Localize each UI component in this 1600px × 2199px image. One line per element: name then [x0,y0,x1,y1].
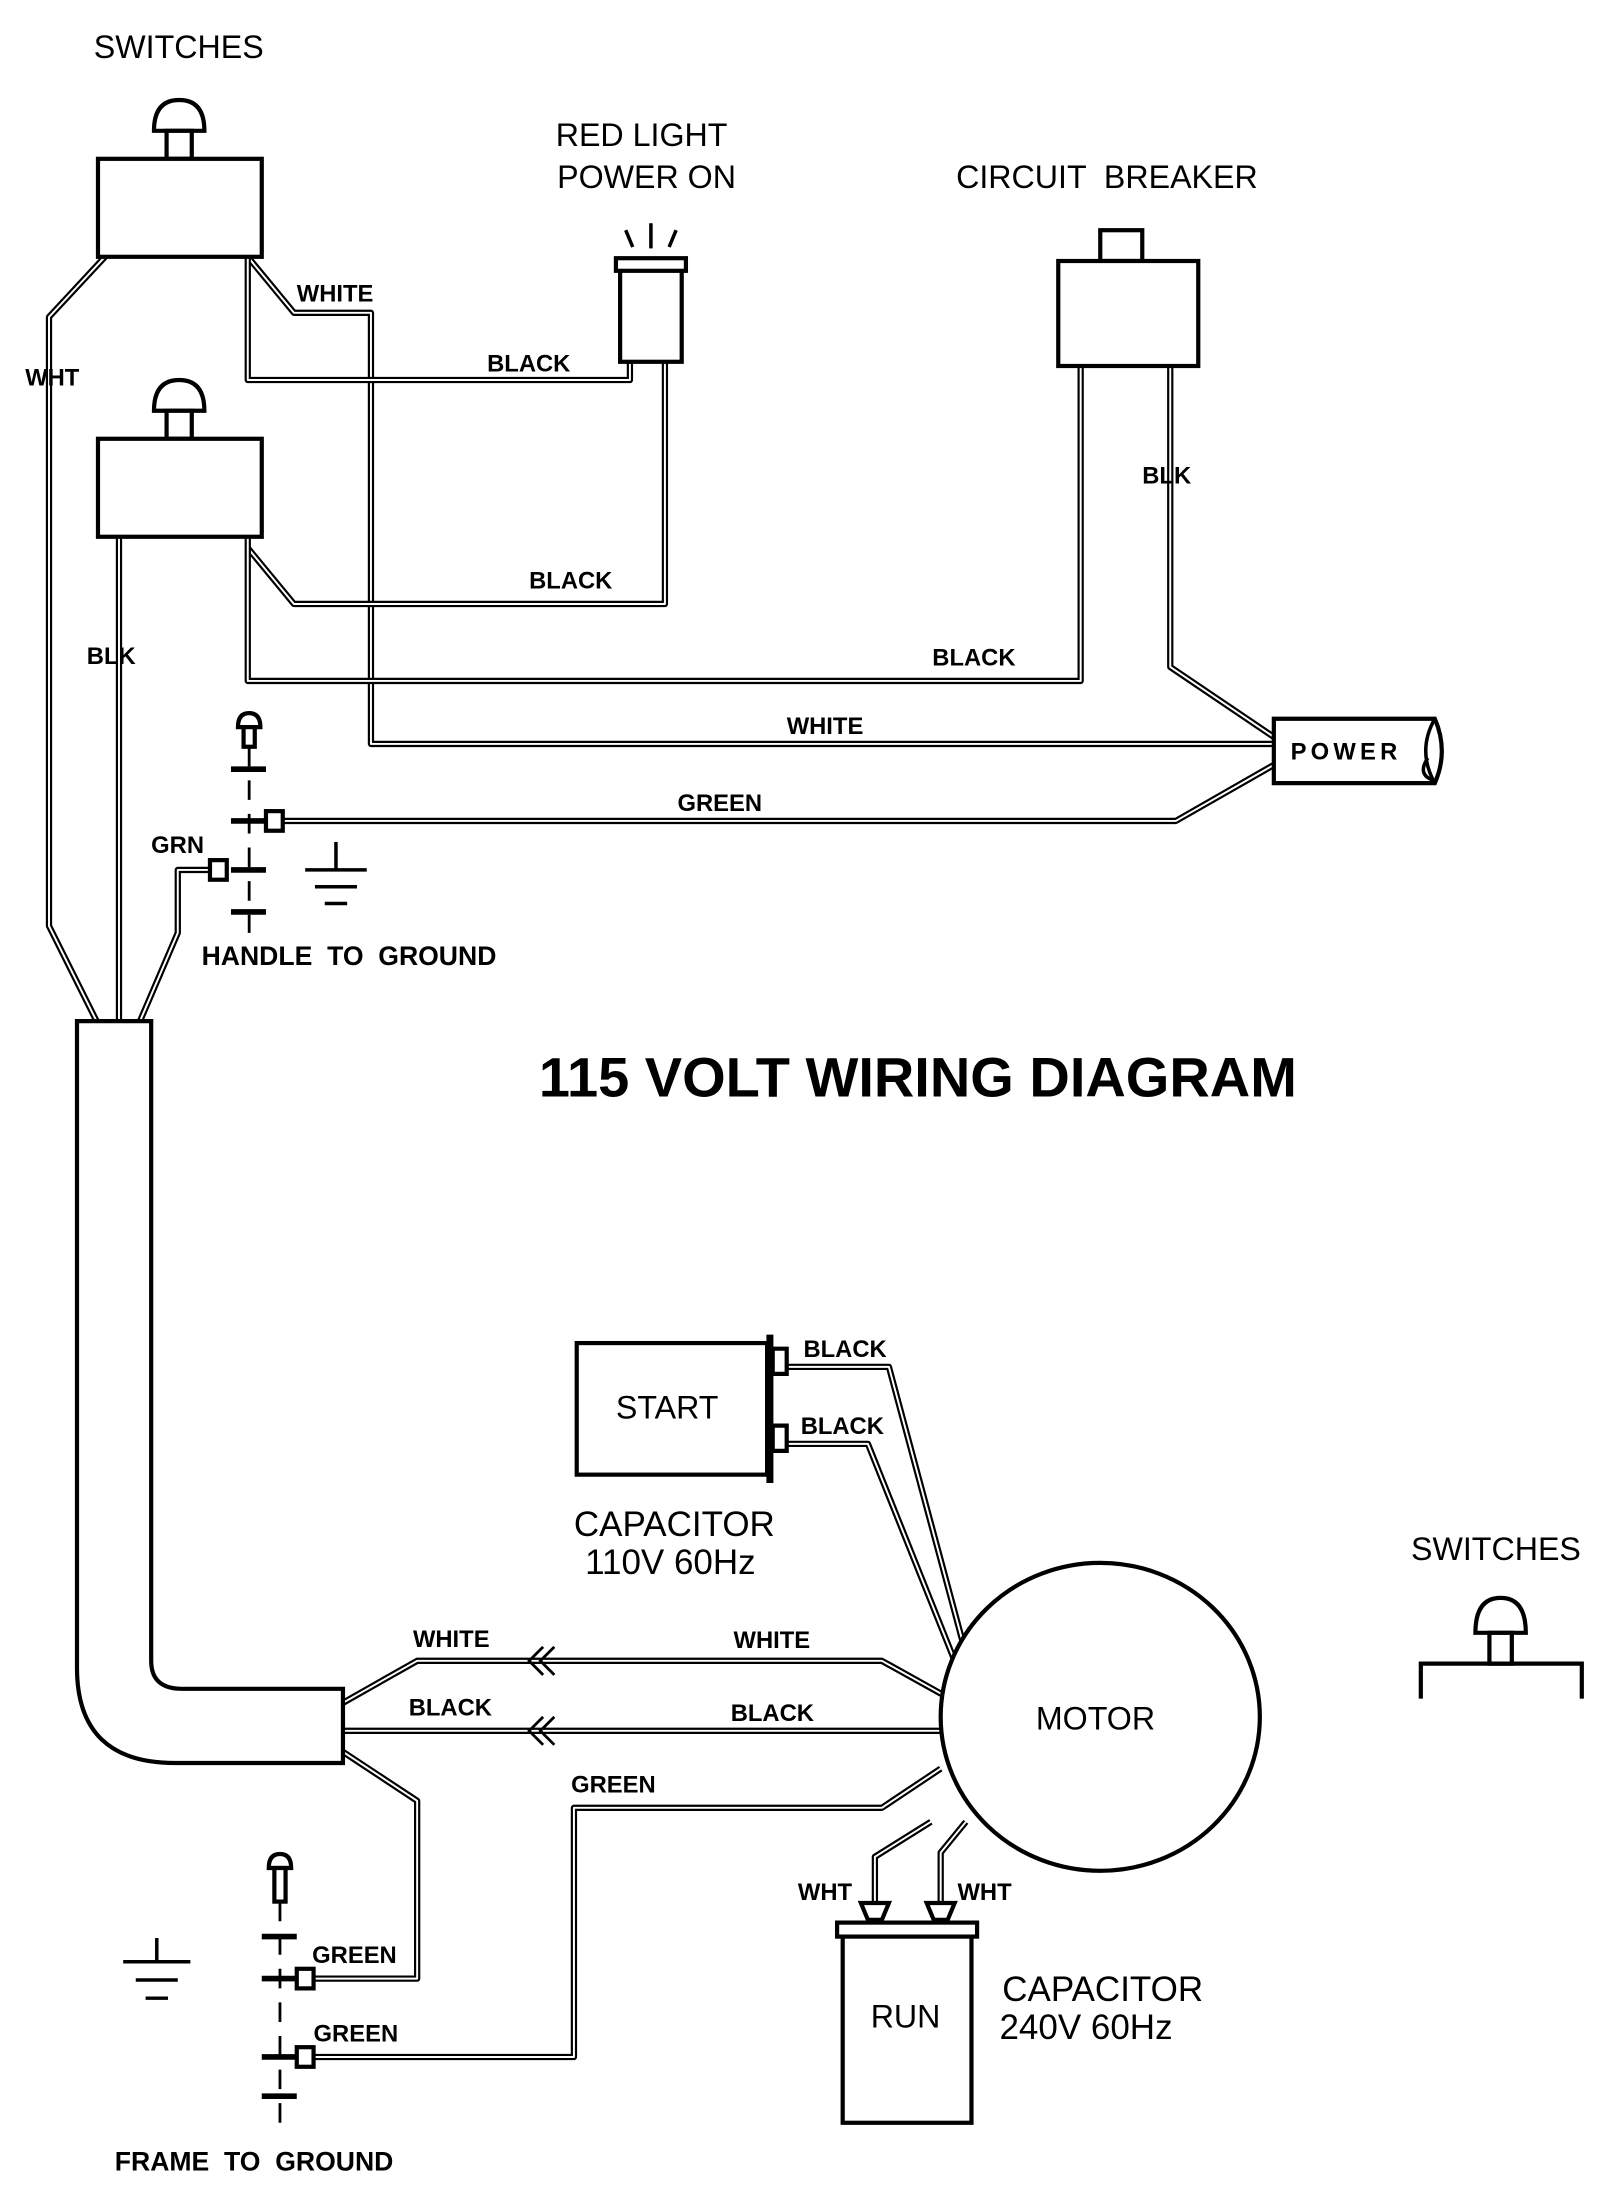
wire [139,868,210,1022]
wire [786,1365,967,1655]
wire [342,1659,946,1704]
wire-label: BLACK [801,1413,884,1440]
switch-middle [95,377,264,539]
wire-label: GREEN [312,1942,397,1969]
wire-label: WHITE [297,281,374,308]
capacitor-rating: 240V 60Hz [999,2008,1172,2047]
run-capacitor [834,1900,980,2125]
ground-symbol-icon [305,841,367,906]
power-plug [1271,716,1444,786]
motor-label: MOTOR [1036,1700,1155,1736]
capacitor-label: CAPACITOR [1002,1970,1203,2009]
wire-label: WHT [957,1879,1012,1906]
start-label: START [616,1390,719,1426]
red-light-icon [613,223,689,364]
wire-label: GREEN [678,790,763,817]
handle-ground [207,711,285,933]
wire [282,764,1275,822]
wire-label: BLACK [803,1336,886,1363]
conduit [74,1019,346,1766]
switch-right [1418,1595,1584,1699]
wire [1167,365,1276,740]
wire-label: WHITE [413,1626,490,1653]
wire [313,1751,419,1980]
wire [246,256,631,381]
wire-label: BLACK [487,351,570,378]
run-label: RUN [871,1999,941,2035]
wire [873,1820,932,1903]
wire [871,1819,933,1903]
switches-label: SWITCHES [94,29,264,65]
wire-label: WHITE [787,713,864,740]
wire-label: BLACK [409,1694,492,1721]
wires [45,254,1276,2061]
wire-label: GREEN [314,2021,399,2048]
wire [313,1767,942,2058]
motor [938,1560,1262,1873]
wire-label: WHT [798,1879,853,1906]
circuit-breaker [1056,228,1201,369]
wire [247,256,1274,745]
page-title: 115 VOLT WIRING DIAGRAM [539,1046,1297,1109]
arrow-chevrons [527,1645,556,1746]
wire [1169,365,1275,738]
wire-label: BLK [87,643,136,670]
ground-symbol-icon [123,1937,191,2000]
wire-label: GREEN [571,1771,656,1798]
frame-ground [261,1851,316,2130]
frame-to-ground-label: FRAME TO GROUND [115,2146,394,2176]
wire [786,1440,958,1662]
power-label: POWER [1291,738,1402,765]
wire [48,256,106,1025]
wire [786,1363,969,1655]
wire [247,361,666,605]
wire [786,1442,956,1662]
capacitor-rating: 110V 60Hz [585,1543,756,1582]
wire-label: BLK [1142,463,1191,490]
wire-label: BLACK [932,645,1015,672]
circuit-breaker-label: CIRCUIT BREAKER [956,159,1258,195]
wire [246,365,1082,682]
wire [244,256,634,384]
capacitor-label: CAPACITOR [574,1505,775,1544]
wire-label: WHITE [734,1627,811,1654]
wire-label: GRN [151,832,204,859]
power-on-label: POWER ON [557,159,736,195]
switches-label: SWITCHES [1411,1531,1581,1567]
start-capacitor [574,1334,789,1484]
wire-label: BLACK [529,568,612,595]
wire [939,1821,967,1903]
wire [282,762,1276,825]
handle-to-ground-label: HANDLE TO GROUND [202,941,497,971]
wire-label: WHT [25,365,80,392]
wire-label: BLACK [731,1700,814,1727]
switch-top [95,97,264,259]
red-light-label: RED LIGHT [556,117,728,153]
